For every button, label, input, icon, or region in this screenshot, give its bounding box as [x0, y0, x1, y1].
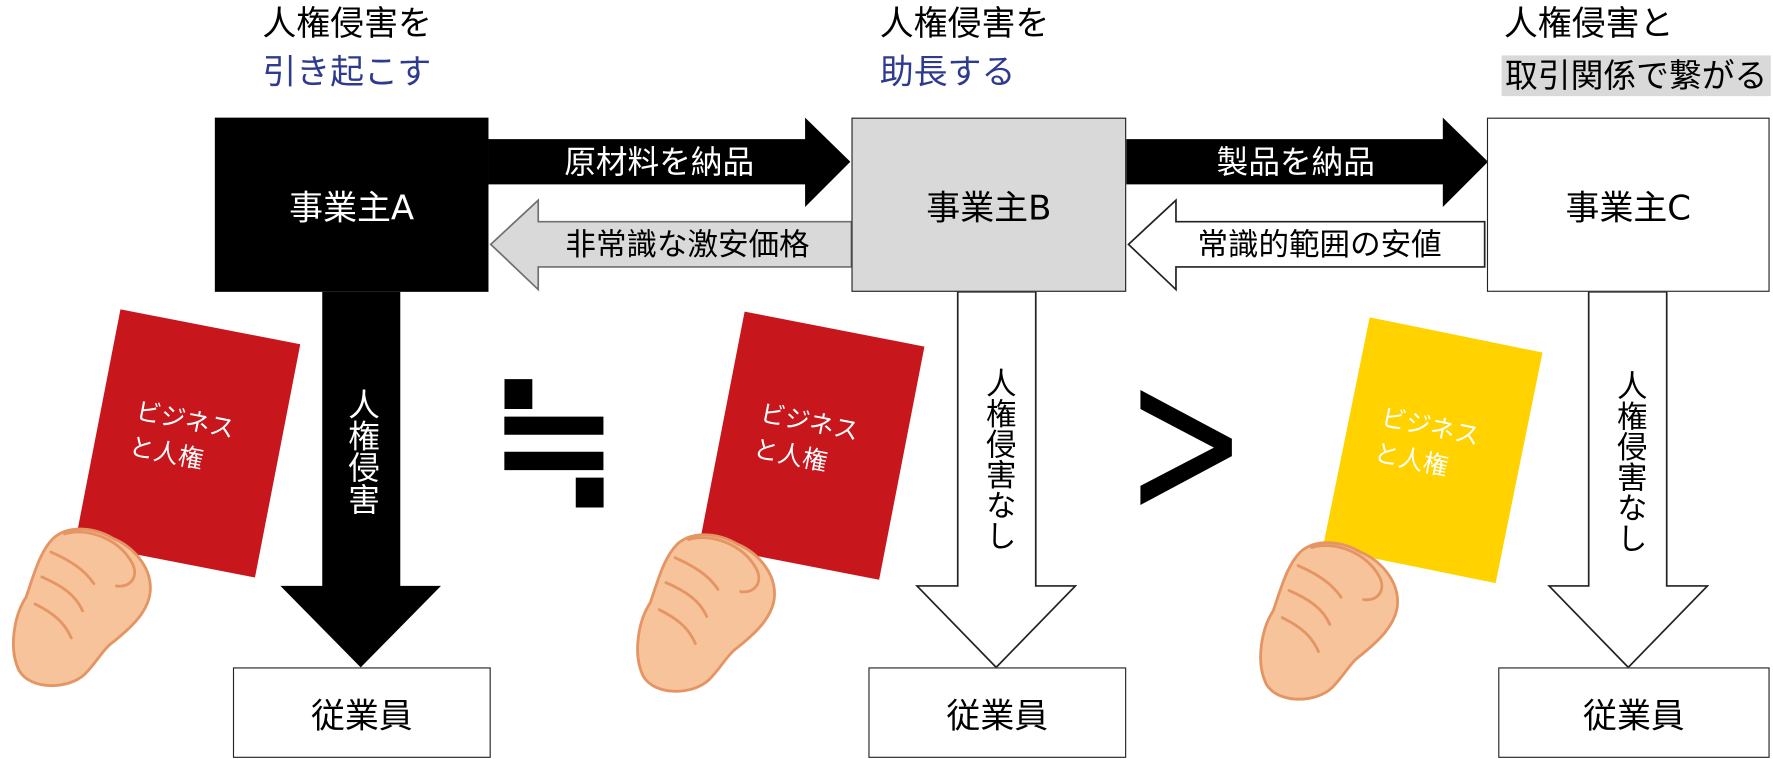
- down-arrow-c: [1547, 290, 1710, 669]
- arrow-b-to-c: 製品を納品: [1126, 117, 1489, 208]
- employee-b-box: 従業員: [868, 667, 1127, 758]
- arrow-b-to-c-label: 製品を納品: [1217, 145, 1375, 181]
- heading-col-a: 人権侵害を: [262, 4, 432, 45]
- arrow-c-to-b: 常識的範囲の安値: [1127, 198, 1486, 292]
- employee-c-label: 従業員: [1583, 696, 1685, 737]
- yellow-card-c: ビジネス と人権: [1322, 317, 1543, 584]
- role-col-b: 助長する: [879, 53, 1016, 93]
- card-face: [1322, 317, 1543, 584]
- role-col-a: 引き起こす: [262, 53, 432, 93]
- greater-than-symbol: >: [1125, 316, 1247, 566]
- hand-icon: [12, 527, 152, 688]
- red-card-b: ビジネス と人権: [699, 311, 925, 580]
- company-b-label: 事業主B: [926, 188, 1052, 229]
- arrow-c-to-b-label: 常識的範囲の安値: [1198, 228, 1442, 263]
- heading-col-b: 人権侵害を: [879, 4, 1050, 45]
- employee-b-label: 従業員: [946, 696, 1049, 737]
- arrow-b-to-c-shape: [1126, 117, 1489, 208]
- employee-c-box: 従業員: [1498, 667, 1770, 758]
- heading-col-c: 人権侵害と: [1503, 4, 1674, 45]
- company-a-label: 事業主A: [289, 188, 415, 229]
- arrow-b-to-a-shape: [489, 198, 853, 292]
- arrow-a-to-b-label: 原材料を納品: [564, 145, 754, 181]
- down-arrow-b: [915, 290, 1078, 669]
- approx-equal-symbol: ≒: [488, 347, 621, 531]
- flow-label-a: 人権侵害: [343, 387, 382, 515]
- arrow-b-to-a-label: 非常識な激安価格: [565, 228, 809, 263]
- arrow-c-to-b-shape: [1127, 198, 1486, 292]
- employee-a-label: 従業員: [310, 696, 413, 737]
- red-card-a: ビジネス と人権: [75, 309, 301, 578]
- hand-icon: [1259, 541, 1400, 701]
- flow-label-b: 人権侵害なし: [980, 367, 1016, 551]
- flow-label-c: 人権侵害なし: [1611, 369, 1647, 554]
- company-a-box: 事業主A: [214, 117, 489, 292]
- card-face: [75, 309, 301, 578]
- employee-a-box: 従業員: [232, 667, 491, 758]
- company-c-label: 事業主C: [1565, 188, 1691, 229]
- company-c-box: 事業主C: [1486, 117, 1770, 292]
- arrow-b-to-a: 非常識な激安価格: [489, 198, 853, 292]
- role-col-c: 取引関係で繋がる: [1501, 55, 1771, 97]
- hand-icon: [636, 533, 776, 693]
- arrow-a-to-b-shape: [488, 117, 851, 208]
- arrow-a-to-b: 原材料を納品: [488, 117, 851, 208]
- down-arrow-a: [280, 291, 441, 668]
- card-face: [699, 311, 925, 580]
- company-b-box: 事業主B: [851, 117, 1127, 292]
